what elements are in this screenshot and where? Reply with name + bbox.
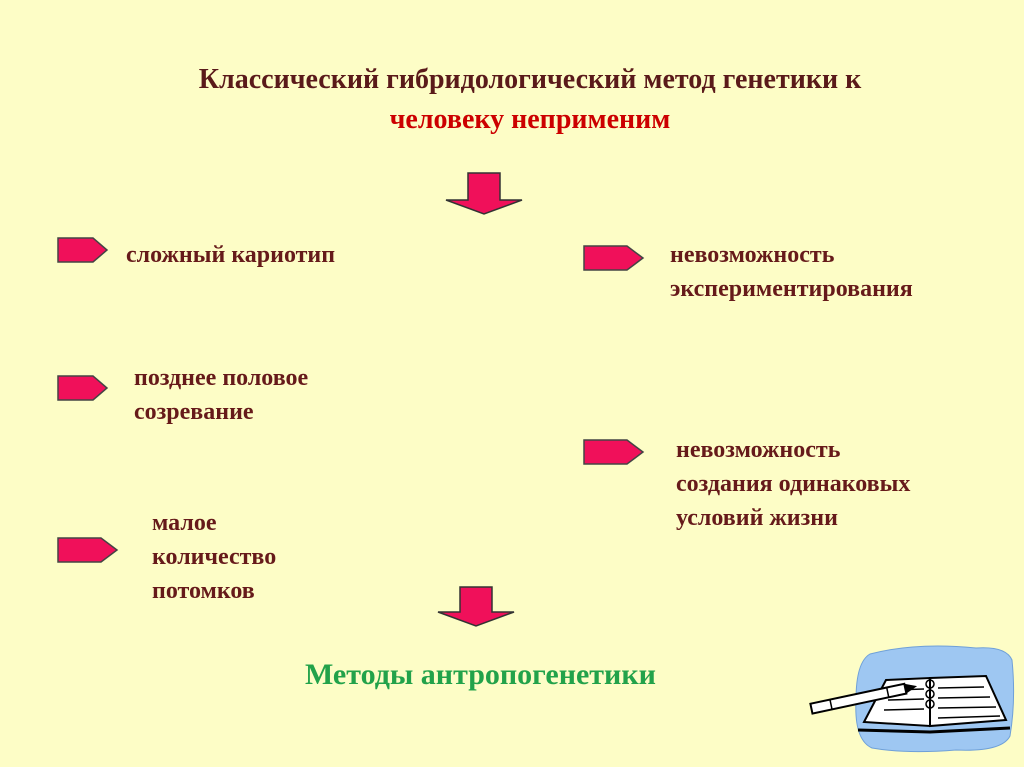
reason-line: невозможность [670,242,835,268]
reason-line: созревание [134,399,254,425]
reason-few-offspring: малое количество потомков [152,506,276,608]
reason-line: создания одинаковых [676,471,911,497]
right-arrow-icon [583,439,645,465]
reason-line: позднее половое [134,365,309,391]
reason-line: малое [152,510,217,536]
reason-complex-karyotype: сложный кариотип [126,238,335,272]
reason-line: экспериментирования [670,276,913,302]
reason-line: потомков [152,578,255,604]
reason-line: невозможность [676,437,841,463]
right-arrow-icon [57,537,119,563]
down-arrow-icon [437,586,515,627]
reason-late-maturation: позднее половое созревание [134,361,308,429]
reason-no-equal-conditions: невозможность создания одинаковых услови… [676,433,910,535]
reason-line: сложный кариотип [126,242,336,268]
title-line-2: человеку неприменим [389,104,671,135]
right-arrow-icon [57,237,109,263]
reason-line: количество [152,544,277,570]
slide-title: Классический гибридологический метод ген… [100,60,960,140]
title-line-1: Классический гибридологический метод ген… [198,64,862,95]
right-arrow-icon [583,245,645,271]
reason-no-experiments: невозможность экспериментирования [670,238,913,306]
down-arrow-icon [445,172,523,215]
reason-line: условий жизни [676,505,838,531]
right-arrow-icon [57,375,109,401]
conclusion-text: Методы антропогенетики [305,658,656,691]
book-and-pen-icon [809,645,1015,753]
